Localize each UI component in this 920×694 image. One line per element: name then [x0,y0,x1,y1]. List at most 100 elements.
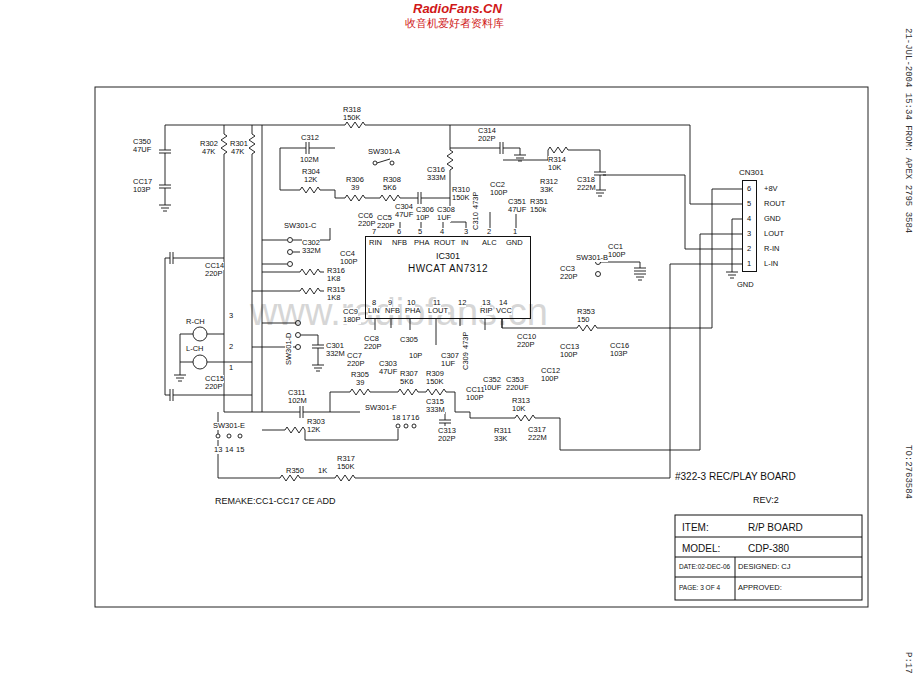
schematic-label: 102M [288,397,307,405]
schematic-label: 10UF [483,384,501,392]
schematic-label: LOUT [428,307,448,315]
schematic-label: APPROVED: [738,584,782,592]
schematic-label: 10P [409,352,422,360]
schematic-label: 5 [747,200,751,208]
schematic-label: R311 [494,427,511,435]
schematic-label: 15 [236,446,244,454]
schematic-label: 220P [377,222,395,230]
schematic-label: ROUT [434,239,455,247]
schematic-label: 14 [499,299,507,307]
schematic-label: RIP [480,307,493,315]
schematic-label: 13 [482,299,490,307]
schematic-label: 332M [326,350,345,358]
schematic-label: 16 [411,414,419,422]
sheet-border [95,87,868,607]
schematic-label: CC6 [358,212,373,220]
schematic-label: 10P [416,214,429,222]
schematic-label: CC16 [610,342,629,350]
fax-header: P:17 [903,652,913,674]
schematic-label: C310 [472,212,480,230]
schematic-label: PHA [405,307,420,315]
schematic-label: R-CH [186,318,205,326]
schematic-label: 222M [528,434,547,442]
schematic-label: CC13 [560,343,579,351]
schematic-label: 100P [608,251,626,259]
schematic-label: 10K [512,405,525,413]
schematic-label: CC1 [608,243,623,251]
schematic-label: GND [764,215,781,223]
schematic-label: R310 [452,186,470,194]
schematic-label: 222M [577,184,596,192]
schematic-label: RIN [369,239,382,247]
schematic-label: 10 [407,299,415,307]
schematic-label: 202P [478,135,496,143]
schematic-label: 333M [426,406,445,414]
schematic-label: 4 [440,228,444,236]
schematic-label: R316 [327,267,345,275]
schematic-label: R305 [351,371,369,379]
schematic-label: CC3 [560,265,575,273]
schematic-label: SW301-C [284,222,317,230]
schematic-label: C315 [426,398,444,406]
schematic-label: CC15 [205,375,224,383]
schematic-label: PHA [414,239,429,247]
schematic-label: ITEM: [682,522,709,533]
schematic-label: R312 [540,178,558,186]
schematic-label: 47UF [379,368,397,376]
schematic-label: 1 [513,228,517,236]
schematic-label: 39 [356,379,364,387]
schematic-label: C303 [379,360,397,368]
schematic-label: CC5 [377,214,392,222]
schematic-label: LOUT [764,230,784,238]
schematic-label: 180P [343,316,361,324]
schematic-label: 12 [458,299,466,307]
schematic-label: C351 [508,198,526,206]
schematic-label: C307 [441,352,459,360]
schematic-label: C312 [301,134,319,142]
schematic-label: R309 [426,370,444,378]
part-number: HWCAT AN7312 [366,262,530,275]
schematic-label: 2 [487,228,491,236]
schematic-label: C304 [395,203,413,211]
schematic-label: 100P [560,351,578,359]
schematic-label: C301 [326,342,344,350]
schematic-label: ROUT [764,200,785,208]
schematic-label: C316 [427,166,445,174]
schematic-label: R301 [230,140,248,148]
part-designator: IC301 [366,251,530,262]
schematic-label: R-IN [764,245,779,253]
schematic-label: 47UF [133,146,151,154]
site-banner: 收音机爱好者资料库 [405,17,504,30]
schematic-label: 10K [548,164,561,172]
schematic-label: 220P [517,341,535,349]
schematic-label: R306 [346,176,364,184]
schematic-label: 1K [318,467,327,475]
schematic-label: 100P [490,189,508,197]
schematic-label: 150K [337,463,355,471]
schematic-label: 220P [205,383,223,391]
schematic-label: C308 [437,206,455,214]
schematic-label: CC8 [364,335,379,343]
schematic-label: SW301-D [285,332,293,365]
schematic-label: 100P [541,375,559,383]
schematic-label: 220P [560,273,578,281]
schematic-label: 220P [358,220,376,228]
schematic-label: 150k [530,206,546,214]
schematic-label: C353 [506,376,524,384]
schematic-label: NFB [392,239,407,247]
schematic-label: 150K [343,114,361,122]
schematic-label: R314 [548,156,566,164]
schematic-label: 47K [202,148,215,156]
schematic-label: R317 [337,455,355,463]
schematic-label: 1UF [437,214,451,222]
schematic-label: 2 [747,245,751,253]
fax-header: 21-JUL-2004 15:34 FROM: APEX 2795 3584 [903,28,913,233]
schematic-label: R315 [327,286,345,294]
site-banner: RadioFans.CN [413,1,502,16]
schematic-label: CC7 [347,352,362,360]
schematic-label: 47K [231,148,244,156]
schematic-label: 1K8 [327,275,340,283]
schematic-label: C350 [133,138,151,146]
